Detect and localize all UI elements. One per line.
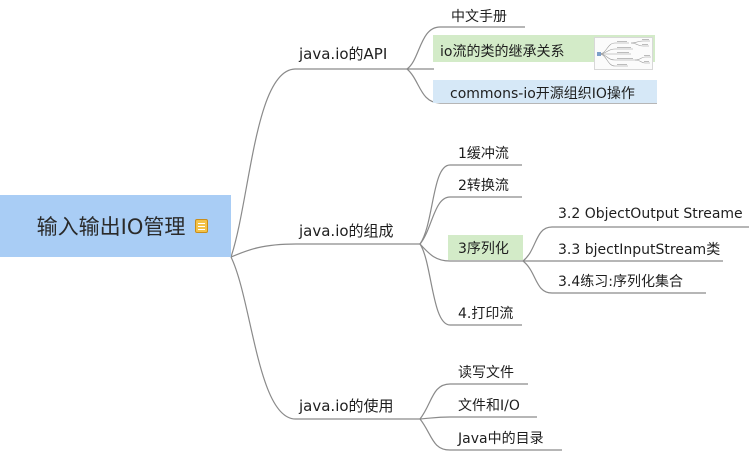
connector-comp-serialize <box>419 243 523 262</box>
leaf-commons-io-label: commons-io开源组织IO操作 <box>450 86 635 102</box>
connector-comp-buffered <box>419 164 522 245</box>
leaf-io-inheritance-label: io流的类的继承关系 <box>440 44 565 60</box>
diagram-thumbnail-image <box>597 39 651 67</box>
connector-root-usage <box>230 256 420 420</box>
leaf-chinese-manual[interactable]: 中文手册 <box>451 9 507 25</box>
connector-root-api <box>230 68 407 258</box>
leaf-serialization-label: 3序列化 <box>458 241 509 257</box>
connector-use-readwrite <box>419 383 528 420</box>
branch-java-io-api[interactable]: java.io的API <box>299 45 388 63</box>
connector-comp-convert <box>419 196 522 245</box>
leaf-buffered-stream[interactable]: 1缓冲流 <box>458 146 509 162</box>
inheritance-diagram-thumbnail[interactable] <box>594 37 653 70</box>
connector-ser-output <box>522 226 749 262</box>
leaf-object-input-stream[interactable]: 3.3 bjectInputStream类 <box>558 242 721 258</box>
root-topic[interactable]: 输入输出IO管理 <box>0 195 231 257</box>
leaf-serialize-collection-exercise[interactable]: 3.4练习:序列化集合 <box>558 274 683 290</box>
connector-api-manual <box>406 26 525 70</box>
leaf-read-write-files[interactable]: 读写文件 <box>458 365 514 381</box>
leaf-object-output-stream[interactable]: 3.2 ObjectOutput Streame <box>558 206 743 222</box>
leaf-serialization[interactable]: 3序列化 <box>448 235 523 260</box>
note-icon[interactable] <box>195 219 209 233</box>
connector-use-filesio <box>419 416 537 420</box>
root-topic-label: 输入输出IO管理 <box>36 215 186 239</box>
leaf-conversion-stream[interactable]: 2转换流 <box>458 178 509 194</box>
connector-comp-print <box>419 243 522 326</box>
leaf-commons-io[interactable]: commons-io开源组织IO操作 <box>433 80 657 103</box>
connector-root-composition <box>230 243 420 258</box>
connector-use-directory <box>419 418 562 451</box>
leaf-print-stream[interactable]: 4.打印流 <box>458 306 514 322</box>
leaf-files-and-io[interactable]: 文件和I/O <box>458 398 520 414</box>
branch-java-io-composition[interactable]: java.io的组成 <box>299 222 394 240</box>
leaf-java-directories[interactable]: Java中的目录 <box>458 431 544 447</box>
branch-java-io-usage[interactable]: java.io的使用 <box>299 397 394 415</box>
connector-ser-exercise <box>522 260 706 294</box>
